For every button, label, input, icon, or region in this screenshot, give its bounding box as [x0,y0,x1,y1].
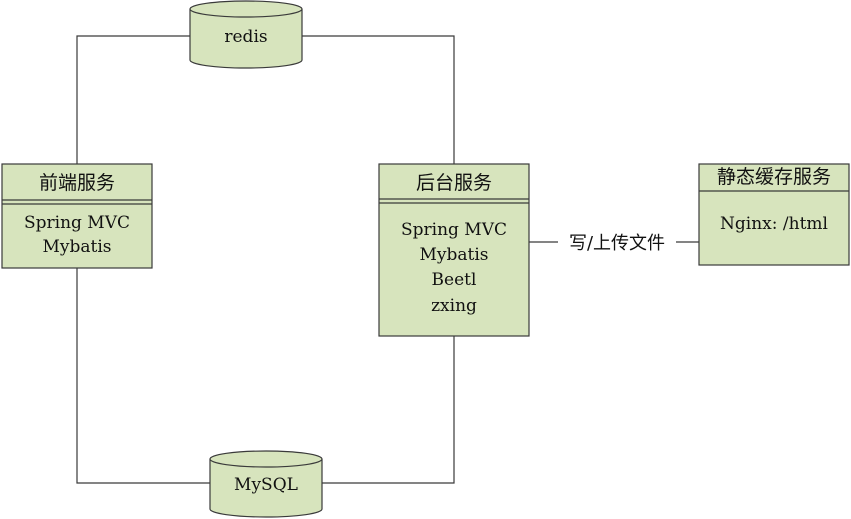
frontend-item: Spring MVC [24,213,130,233]
edge-label-write-upload: 写/上传文件 [569,233,665,254]
mysql-label: MySQL [234,475,298,495]
backend-item: Beetl [432,270,477,290]
backend-item: Spring MVC [401,220,507,240]
backend-item: Mybatis [419,245,488,265]
static-cache-item: Nginx: /html [720,214,828,234]
mysql-database: MySQL [209,450,323,518]
redis-database: redis [189,0,303,69]
static-cache-title: 静态缓存服务 [717,166,831,188]
backend-service-box: 后台服务 Spring MVC Mybatis Beetl zxing [378,163,530,337]
backend-title: 后台服务 [416,172,492,194]
static-cache-service-box: 静态缓存服务 Nginx: /html [698,163,850,266]
frontend-item: Mybatis [42,237,111,257]
redis-label: redis [224,27,267,47]
backend-item: zxing [431,296,477,316]
edge-frontend-redis [76,35,190,164]
frontend-service-box: 前端服务 Spring MVC Mybatis [1,163,153,269]
edge-redis-backend [302,35,455,164]
edge-frontend-mysql [76,268,210,484]
edge-backend-mysql [322,336,455,484]
frontend-title: 前端服务 [39,172,115,194]
